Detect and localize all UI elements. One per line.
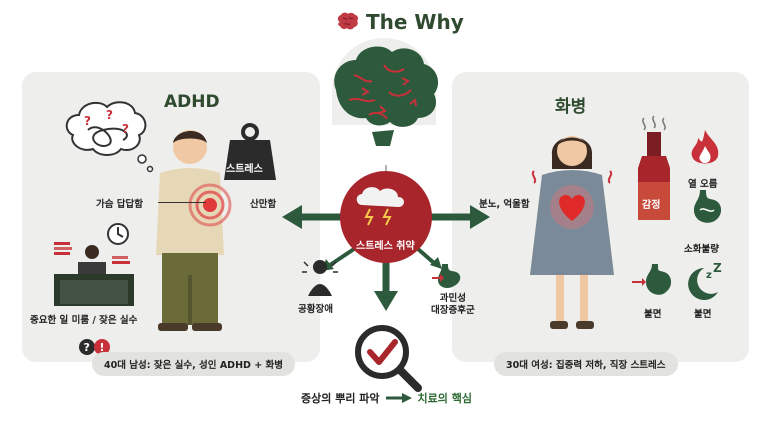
thought-cloud-icon: ? ? ?: [65, 101, 154, 173]
fire-icon: [691, 130, 719, 164]
hwabyung-case-badge: 30대 여성: 집중력 저하, 직장 스트레스: [494, 352, 678, 376]
arrow-right-icon: [385, 393, 412, 403]
hwabyung-heading: 화병: [555, 97, 587, 117]
insomnia-label-2: 불면: [694, 309, 712, 320]
footer-left-text: 증상의 뿌리 파악: [301, 392, 380, 405]
magnifier-check-icon: [355, 325, 422, 392]
indigestion-label: 소화불량: [684, 244, 719, 255]
svg-text:?: ?: [84, 114, 91, 128]
panic-label: 공황장애: [298, 304, 333, 315]
chest-label: 가슴 답답함: [96, 199, 144, 210]
woman-figure: [530, 136, 614, 329]
heat-label: 열 오름: [688, 179, 718, 190]
panic-figure-icon: [302, 260, 338, 296]
insomnia-label-1: 불면: [644, 309, 662, 320]
bottle-icon: [638, 115, 670, 220]
scattered-label: 산만함: [250, 199, 277, 210]
anger-label: 분노, 억울함: [479, 199, 530, 210]
page-title: The Why: [336, 10, 464, 34]
bottle-label: 감정: [642, 200, 661, 211]
hub-label: 스트레스 취약: [356, 241, 415, 252]
stomach-pain-icon: [632, 264, 672, 295]
moon-sleep-icon: z Z: [688, 262, 722, 300]
large-brain-icon: [332, 38, 439, 146]
alert-icons: ? !: [79, 339, 110, 355]
svg-text:?: ?: [84, 341, 90, 354]
svg-text:Z: Z: [713, 262, 722, 275]
brain-icon: [337, 12, 359, 30]
man-figure: [156, 130, 232, 331]
svg-text:!: !: [100, 341, 105, 354]
footer-right-text: 치료의 핵심: [417, 392, 472, 405]
weight-label: 스트레스: [226, 164, 263, 175]
footer: 증상의 뿌리 파악 치료의 핵심: [0, 390, 773, 406]
stomach-icon: [432, 264, 461, 288]
stress-hub-diagram: [282, 165, 490, 311]
indigestion-icon: [694, 190, 722, 223]
ibs-label: 과민성 대장증후군: [431, 293, 475, 316]
desk-stress-icon: [54, 223, 134, 306]
svg-text:?: ?: [122, 122, 129, 136]
chest-pointer: [158, 202, 206, 203]
adhd-heading: ADHD: [164, 92, 220, 112]
desk-label: 중요한 일 미룸 / 잦은 실수: [30, 315, 138, 326]
title-text: The Why: [366, 10, 464, 34]
adhd-case-badge: 40대 남성: 잦은 실수, 성인 ADHD + 화병: [92, 352, 295, 376]
svg-text:?: ?: [106, 108, 113, 122]
svg-text:z: z: [706, 270, 712, 281]
weight-icon: [224, 123, 276, 180]
